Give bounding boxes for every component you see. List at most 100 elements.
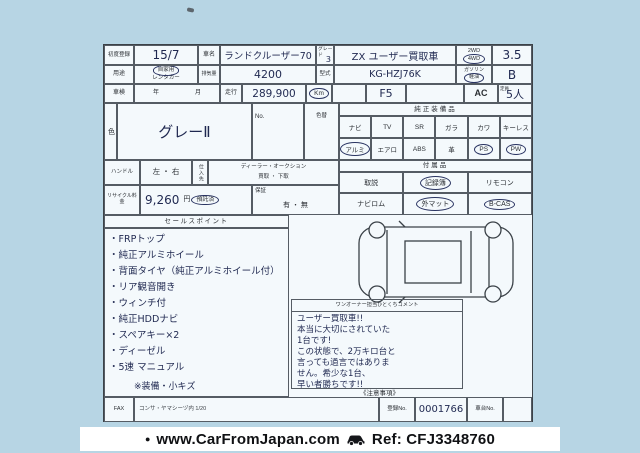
drive-value: 3.5: [502, 48, 522, 62]
source-label: 仕入先: [197, 163, 204, 182]
comment-line: ユーザー買取車!!: [297, 314, 364, 324]
chassis-no-label: 車台No.: [475, 406, 495, 413]
inspection-label: 車検: [112, 90, 125, 97]
sales-point-item: ・5速 マニュアル: [109, 362, 185, 373]
chassis-no-value-empty: [503, 397, 532, 422]
year-label: 年: [152, 90, 159, 97]
equipment-item: 革: [435, 138, 468, 160]
comment-box-title: ワンオーナー担当ひとくちコメント: [335, 301, 419, 308]
auction-sheet-paper: 初度登録 15/7 車名 ランドクルーザー70 グレード 3 ZX ユーザー買取…: [103, 44, 533, 422]
fuel-diesel-option: 軽油: [463, 73, 485, 83]
equipment-item: PS: [467, 138, 500, 160]
first-registration-label: 初度登録: [107, 51, 130, 58]
accessories-row-1: 取説記録簿リモコン: [339, 172, 532, 193]
empty-cell: [406, 84, 464, 103]
car-name-value: ランドクルーザー70: [224, 51, 312, 62]
equipment-scratch-note: ※装備・小キズ: [134, 382, 196, 392]
first-registration-value: 15/7: [152, 48, 180, 62]
car-name-label: 車名: [202, 51, 215, 58]
color-no-label: No.: [255, 114, 265, 120]
comment-line: 言っても過言ではありま: [297, 358, 390, 368]
drive-4wd-option: 4WD: [462, 53, 486, 64]
sales-point-item: ・リア観音開き: [109, 282, 176, 293]
use-private-option: 自家用: [152, 66, 179, 77]
equipment-item: ガラ: [435, 116, 468, 138]
registration-no-label: 登録No.: [387, 406, 407, 413]
equipment-item: カワ: [467, 116, 500, 138]
accessory-item: 取説: [339, 172, 404, 193]
accessory-item: B-CAS: [467, 193, 532, 215]
scan-mark: [186, 7, 195, 13]
equipment-item: PW: [499, 138, 532, 160]
capacity-label: 定員: [500, 86, 509, 91]
sales-points-title: セールスポイント: [164, 217, 229, 225]
accessories-title: 付属品: [422, 162, 449, 170]
model-code-value: KG-HZJ76K: [369, 69, 421, 80]
sales-points-list: ・FRPトップ・純正アルミホイール・背面タイヤ（純正アルミホイール付）・リア観音…: [104, 228, 289, 397]
equipment-item: アルミ: [339, 138, 372, 160]
equipment-item: ナビ: [339, 116, 372, 138]
car-top-view-diagram: [347, 219, 525, 305]
mileage-value: 289,900: [252, 87, 296, 100]
use-rental-option: レンタカー: [152, 75, 180, 82]
caution-note: 《注意事項》: [360, 390, 399, 397]
displacement-value: 4200: [254, 68, 282, 81]
registration-no-value: 0001766: [418, 404, 464, 415]
comment-line: 1台です!: [297, 336, 332, 346]
sales-point-item: ・ディーゼル: [109, 346, 166, 357]
accessory-item: 外マット: [403, 193, 468, 215]
accessory-item: リモコン: [467, 172, 532, 193]
equipment-item: キーレス: [499, 116, 532, 138]
factory-equipment-title: 純正装備品: [414, 105, 457, 113]
capacity-value: 5人: [506, 87, 524, 101]
color-value: グレーⅡ: [158, 123, 211, 141]
grade-label: グレード: [318, 47, 333, 58]
grade-value: ZX ユーザー買取車: [351, 51, 439, 63]
sales-point-item: ・FRPトップ: [109, 234, 165, 245]
comment-line: 早い者勝ちです!!: [297, 380, 364, 389]
recycle-fee-unit: 円: [183, 195, 191, 203]
car-icon: [346, 433, 366, 446]
fuel-class-value: B: [507, 67, 517, 82]
color-label: 色: [107, 127, 115, 136]
site-url-text: www.CarFromJapan.com: [156, 430, 340, 448]
sales-point-item: ・背面タイヤ（純正アルミホイール付）: [109, 266, 280, 277]
sales-point-item: ・ウィンチ付: [109, 298, 167, 309]
fax-label: FAX: [113, 406, 125, 413]
recycle-deposited-mark: 預託済: [191, 194, 220, 206]
empty-cell: [332, 84, 366, 103]
sales-point-item: ・スペアキー×2: [109, 330, 180, 341]
accessory-item: ナビロム: [339, 193, 404, 215]
source-options-1: ディーラー・オークション: [240, 164, 307, 171]
month-label: 月: [194, 90, 201, 97]
equipment-item: エアロ: [371, 138, 404, 160]
footer-caption-band: ● www.CarFromJapan.com Ref: CFJ3348760: [80, 427, 560, 451]
reference-number-text: Ref: CFJ3348760: [371, 430, 495, 448]
company-line: コンサ・ヤマシーヅ内 1/20: [139, 406, 207, 413]
source-options-2: 買取 ・ 下取: [258, 174, 289, 181]
use-label: 用途: [112, 71, 125, 78]
equipment-item: ABS: [403, 138, 436, 160]
color-change-label: 色替: [315, 113, 327, 119]
equipment-item: SR: [403, 116, 436, 138]
mileage-unit: Km: [309, 87, 329, 100]
bullet-icon: ●: [144, 434, 151, 444]
displacement-label: 排気量: [201, 70, 217, 77]
mileage-label: 走行: [224, 90, 237, 97]
sales-point-item: ・純正HDDナビ: [109, 314, 179, 325]
accessory-item: 記録簿: [403, 172, 468, 193]
comment-line: せん。希少な1台、: [297, 369, 371, 379]
handle-label: ハンドル: [110, 169, 133, 176]
fuel-gasoline-option: ガソリン: [463, 66, 484, 73]
comment-line: この状態で、2万キロ台と: [297, 347, 396, 357]
model-code-label: 型式: [319, 71, 331, 78]
drive-2wd-option: 2WD: [467, 47, 481, 54]
shift-value: F5: [379, 87, 393, 100]
recycle-fee-value: 9,260: [145, 193, 180, 207]
ac-value: AC: [474, 88, 488, 99]
comment-line: 本当に大切にされていた: [297, 325, 391, 335]
